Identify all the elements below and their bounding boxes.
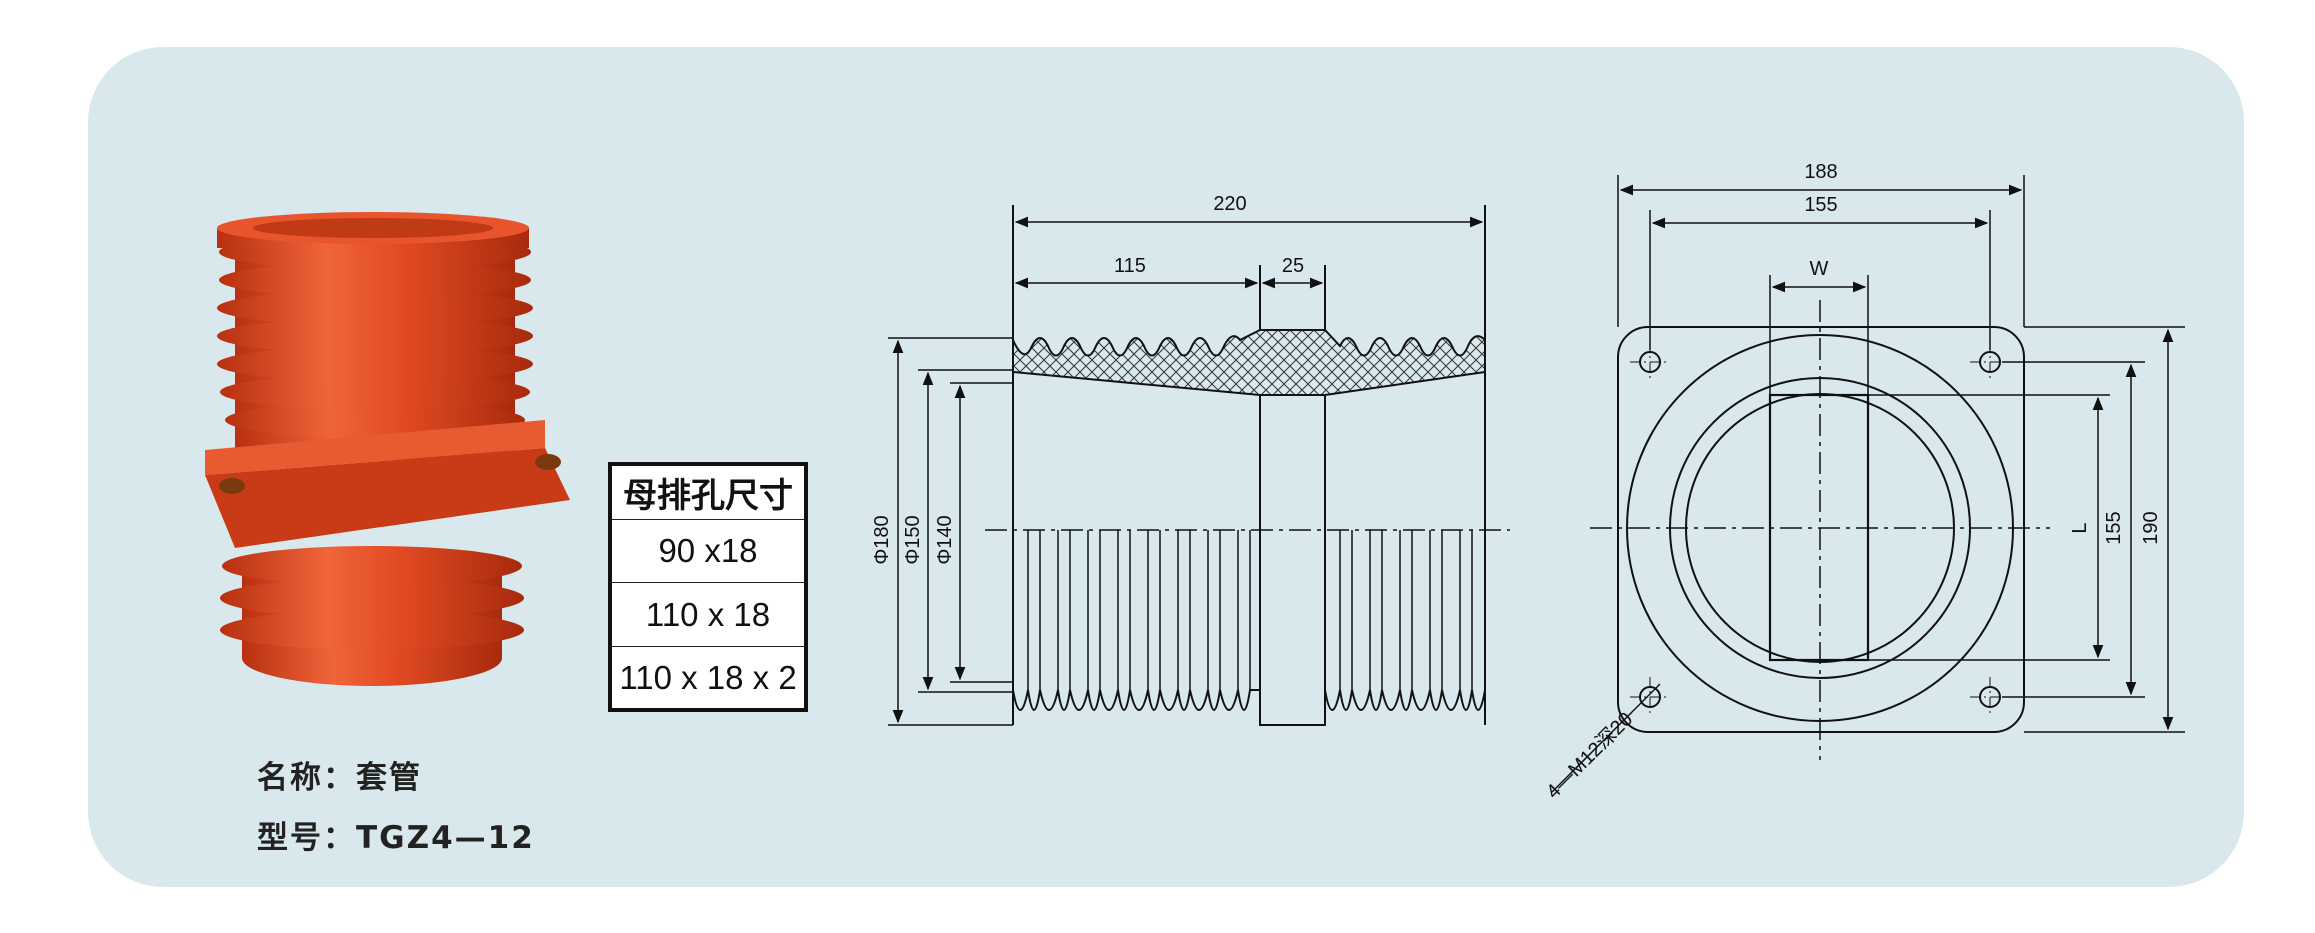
dim-busbar-w: W <box>1810 258 1829 280</box>
dim-total-length: 220 <box>1213 193 1246 215</box>
dim-hole-spacing-h: 155 <box>2103 511 2125 544</box>
side-view-drawing <box>888 205 1510 726</box>
dim-dia-outer: Φ180 <box>871 515 893 564</box>
dim-outer-width: 188 <box>1804 161 1837 183</box>
dim-outer-height: 190 <box>2140 511 2162 544</box>
product-name: 名称：套管 <box>257 760 422 796</box>
table-row: 90 x18 <box>612 520 804 583</box>
table-row: 110 x 18 x 2 <box>619 658 797 696</box>
dim-hole-spacing-w: 155 <box>1804 194 1837 216</box>
product-model: 型号：TGZ4—12 <box>257 820 535 856</box>
table-row: 110 x 18 <box>612 583 804 647</box>
table-header: 母排孔尺寸 <box>612 466 804 520</box>
hole-callout: 4—M12深20 <box>1542 708 1638 804</box>
dim-dia-mid: Φ150 <box>902 515 924 564</box>
busbar-size-table: 母排孔尺寸 90 x18 110 x 18 110 x 18 x 2 <box>608 462 808 712</box>
dim-left-length: 115 <box>1114 255 1146 277</box>
dim-dia-inner: Φ140 <box>934 515 956 564</box>
dim-flange-width: 25 <box>1282 255 1304 277</box>
front-view-drawing <box>1551 175 2185 793</box>
dim-busbar-l: L <box>2069 522 2091 533</box>
